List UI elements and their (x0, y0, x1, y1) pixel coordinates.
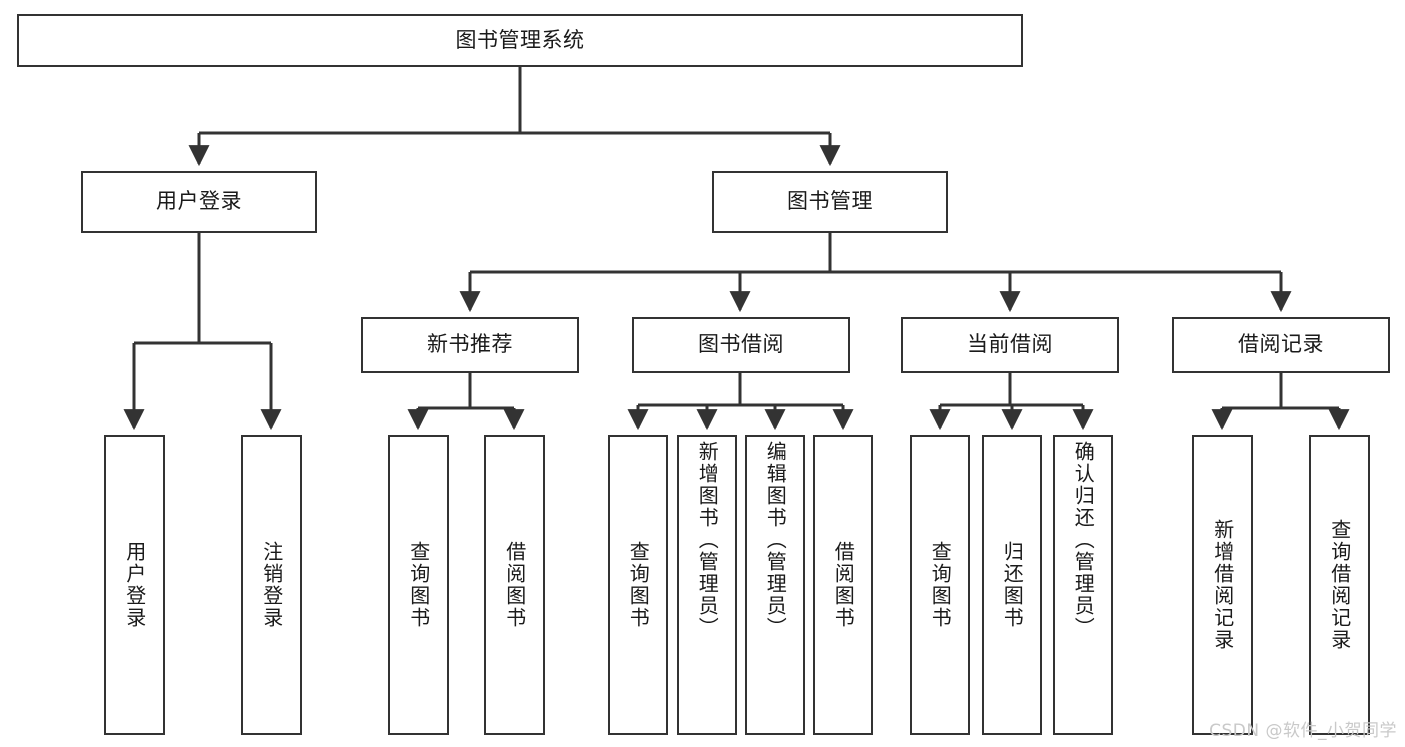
node-leaf-confirm-return-admin[interactable]: 确认归还（管理员） (1053, 435, 1113, 735)
node-book-borrow[interactable]: 图书借阅 (632, 317, 850, 373)
node-leaf-query-book-borrow[interactable]: 查询图书 (608, 435, 668, 735)
node-leaf-borrow-book-rec-label: 借阅图书 (502, 541, 527, 629)
node-leaf-confirm-return-admin-label: 确认归还（管理员） (1071, 441, 1096, 639)
node-new-book-recommend-label: 新书推荐 (427, 332, 513, 357)
node-leaf-query-borrow-record[interactable]: 查询借阅记录 (1309, 435, 1370, 735)
node-leaf-query-book-rec-label: 查询图书 (406, 541, 431, 629)
node-book-borrow-label: 图书借阅 (698, 332, 784, 357)
node-leaf-user-login-label: 用户登录 (122, 541, 147, 629)
node-leaf-add-borrow-record[interactable]: 新增借阅记录 (1192, 435, 1253, 735)
node-root-label: 图书管理系统 (455, 27, 585, 52)
node-leaf-query-book-cur-label: 查询图书 (928, 541, 953, 629)
node-leaf-logout[interactable]: 注销登录 (241, 435, 302, 735)
csdn-watermark: CSDN @软件_小贺同学 (1209, 721, 1397, 741)
node-leaf-user-login[interactable]: 用户登录 (104, 435, 165, 735)
node-leaf-add-book-admin-label: 新增图书（管理员） (695, 441, 720, 639)
node-leaf-return-book-label: 归还图书 (1000, 541, 1025, 629)
node-leaf-logout-label: 注销登录 (259, 541, 284, 629)
node-leaf-borrow-book-rec[interactable]: 借阅图书 (484, 435, 545, 735)
node-new-book-recommend[interactable]: 新书推荐 (361, 317, 579, 373)
node-leaf-query-book-borrow-label: 查询图书 (626, 541, 651, 629)
node-leaf-add-book-admin[interactable]: 新增图书（管理员） (677, 435, 737, 735)
node-book-manage-label: 图书管理 (787, 189, 873, 214)
node-book-manage[interactable]: 图书管理 (712, 171, 948, 233)
node-leaf-edit-book-admin-label: 编辑图书（管理员） (763, 441, 788, 639)
node-leaf-query-book-rec[interactable]: 查询图书 (388, 435, 449, 735)
node-leaf-edit-book-admin[interactable]: 编辑图书（管理员） (745, 435, 805, 735)
node-user-login-label: 用户登录 (156, 189, 242, 214)
node-leaf-borrow-book-label: 借阅图书 (831, 541, 856, 629)
node-user-login[interactable]: 用户登录 (81, 171, 317, 233)
node-current-borrow-label: 当前借阅 (967, 332, 1053, 357)
node-borrow-record-label: 借阅记录 (1238, 332, 1324, 357)
node-root[interactable]: 图书管理系统 (17, 14, 1023, 67)
node-leaf-query-borrow-record-label: 查询借阅记录 (1327, 519, 1352, 651)
node-borrow-record[interactable]: 借阅记录 (1172, 317, 1390, 373)
node-leaf-return-book[interactable]: 归还图书 (982, 435, 1042, 735)
node-leaf-query-book-cur[interactable]: 查询图书 (910, 435, 970, 735)
node-leaf-add-borrow-record-label: 新增借阅记录 (1210, 519, 1235, 651)
node-leaf-borrow-book[interactable]: 借阅图书 (813, 435, 873, 735)
node-current-borrow[interactable]: 当前借阅 (901, 317, 1119, 373)
